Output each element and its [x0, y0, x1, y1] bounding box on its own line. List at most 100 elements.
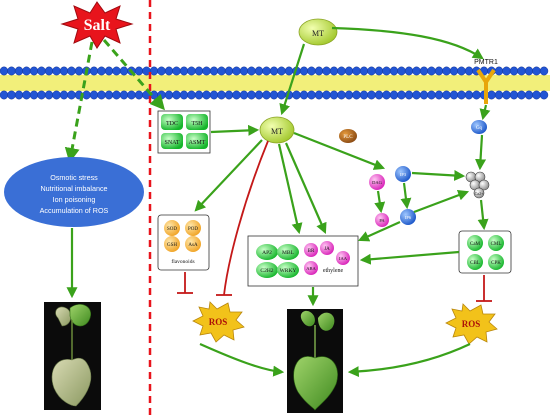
membrane-lipid-head: [524, 90, 534, 100]
membrane-lipid-head: [254, 90, 264, 100]
calcium-sensors-box: CaM CML CBL CPK: [458, 230, 512, 274]
enzyme-tdc-label: TDC: [166, 121, 178, 127]
pmtr1-receptor: PMTR1: [474, 59, 498, 104]
enzyme-t5h-label: T5H: [192, 121, 204, 127]
membrane-lipid-head: [502, 90, 511, 100]
stress-effects: Osmotic stress Nutritional imbalance Ion…: [4, 157, 144, 227]
membrane-lipid-head: [179, 66, 189, 76]
sod-label: SOD: [167, 227, 177, 232]
membrane-lipid-head: [44, 90, 54, 100]
membrane-lipid-head: [434, 90, 444, 100]
tf-c2h2: C2H2: [256, 262, 278, 278]
membrane-lipid-head: [472, 90, 481, 100]
membrane-lipid-head: [524, 66, 534, 76]
membrane-lipid-head: [247, 90, 256, 100]
membrane-lipid-head: [37, 66, 46, 76]
cml-node: CML: [488, 235, 504, 251]
membrane-lipid-head: [232, 66, 241, 76]
membrane-lipid-head: [224, 66, 234, 76]
membrane-lipid-head: [59, 90, 69, 100]
membrane-lipid-head: [97, 66, 106, 76]
membrane-lipid-head: [337, 90, 346, 100]
membrane-lipid-head: [299, 90, 309, 100]
membrane-lipid-head: [224, 90, 234, 100]
membrane-lipid-head: [134, 90, 144, 100]
membrane-lipid-head: [172, 66, 181, 76]
membrane-lipid-head: [104, 90, 114, 100]
hormone-ja-label: JA: [324, 247, 330, 252]
membrane-lipid-head: [337, 66, 346, 76]
membrane-lipid-head: [44, 66, 54, 76]
membrane-lipid-head: [322, 66, 331, 76]
membrane-lipid-head: [449, 66, 459, 76]
salt-effect-arrows: [64, 39, 165, 163]
mt-external-label: MT: [312, 29, 324, 38]
membrane-lipid-head: [29, 66, 39, 76]
membrane-lipid-head: [517, 66, 526, 76]
membrane-lipid-head: [517, 90, 526, 100]
membrane-lipid-head: [82, 90, 91, 100]
ip6-node: IP6: [400, 209, 416, 225]
membrane-lipid-head: [239, 90, 249, 100]
enzyme-snat: SNAT: [161, 133, 183, 149]
membrane-lipid-head: [119, 66, 129, 76]
membrane-lipid-head: [112, 66, 121, 76]
membrane-lipid-head: [134, 66, 144, 76]
membrane-lipid-head: [67, 66, 76, 76]
membrane-lipid-head: [112, 90, 121, 100]
membrane-lipid-head: [157, 90, 166, 100]
membrane-lipid-head: [329, 66, 339, 76]
enzyme-t5h: T5H: [186, 114, 208, 130]
dag-label: DAG: [372, 180, 382, 185]
membrane-lipid-head: [89, 66, 99, 76]
pod-node: POD: [185, 220, 201, 236]
hormone-br: BR: [304, 243, 318, 257]
membrane-lipid-head: [52, 66, 61, 76]
membrane-lipid-head: [494, 66, 504, 76]
cbl-label: CBL: [470, 261, 480, 266]
membrane-lipid-head: [307, 66, 316, 76]
membrane-lipid-head: [194, 66, 204, 76]
cam-node: CaM: [467, 235, 483, 251]
membrane-lipid-head: [494, 90, 504, 100]
membrane-lipid-head: [419, 90, 429, 100]
membrane-lipid-head: [307, 90, 316, 100]
antioxidants-box: SOD POD GSH AsA flavonoids: [157, 214, 210, 271]
gq-node: Gq: [471, 120, 487, 134]
ip3-node: IP3: [395, 166, 411, 182]
cam-label: CaM: [470, 242, 481, 247]
membrane-lipid-head: [359, 66, 369, 76]
membrane-lipid-head: [239, 66, 249, 76]
membrane-lipid-head: [532, 66, 541, 76]
membrane-lipid-head: [67, 90, 76, 100]
membrane-lipid-head: [464, 90, 474, 100]
membrane-lipid-head: [404, 90, 414, 100]
dag-node: DAG: [369, 174, 385, 190]
tf-ap2: AP2: [256, 244, 278, 260]
membrane-lipid-head: [104, 66, 114, 76]
enzyme-asmt: ASMT: [186, 133, 208, 149]
membrane-lipid-head: [299, 66, 309, 76]
pathway-arrows: [66, 26, 491, 378]
membrane-lipid-head: [247, 66, 256, 76]
plc-label: PLC: [343, 135, 353, 140]
stress-effect-4: Accumulation of ROS: [40, 206, 109, 215]
plc-node: PLC: [339, 129, 357, 143]
membrane-lipid-head: [22, 66, 31, 76]
cell-membrane: [0, 66, 550, 100]
hormone-aba-label: ABA: [306, 266, 316, 271]
membrane-lipid-head: [397, 66, 406, 76]
membrane-lipid-head: [427, 90, 436, 100]
membrane-lipid-head: [412, 66, 421, 76]
membrane-lipid-head: [202, 66, 211, 76]
pa-label: PA: [379, 218, 385, 223]
enzyme-asmt-label: ASMT: [189, 140, 206, 146]
ros-left-burst: ROS: [192, 301, 245, 343]
membrane-lipid-head: [367, 66, 376, 76]
ethylene-label: ethylene: [323, 268, 344, 274]
membrane-lipid-head: [382, 90, 391, 100]
stress-effect-3: Ion poisoning: [53, 195, 96, 204]
membrane-lipid-head: [202, 90, 211, 100]
membrane-lipid-head: [179, 90, 189, 100]
